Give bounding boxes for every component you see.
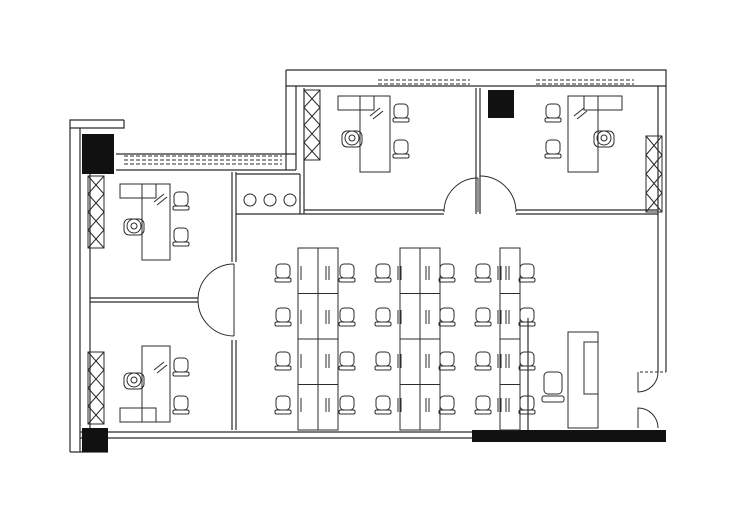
private-office-furniture [119, 95, 623, 423]
workstation-seat [505, 307, 536, 327]
walls [69, 69, 667, 453]
door-swings [197, 175, 666, 429]
workstation-seat [374, 395, 402, 415]
workstation-seat [425, 263, 456, 283]
workstation-seat [505, 351, 536, 371]
workstation-seat [274, 263, 302, 283]
workstation-seat [505, 263, 536, 283]
workstation-seat [474, 307, 502, 327]
workstation-seat [374, 307, 402, 327]
workstation-seat [325, 307, 356, 327]
workstation-seat [474, 395, 502, 415]
workstation-seat [274, 307, 302, 327]
workstation-seat [505, 395, 536, 415]
storage-cabinets [87, 89, 663, 425]
workstation-seat [474, 263, 502, 283]
office-top-left-furniture [337, 95, 410, 173]
workstation-seat [274, 351, 302, 371]
workstation-seat [374, 263, 402, 283]
reception-desk [541, 331, 599, 429]
workstation-seat [325, 263, 356, 283]
workstation-seat [425, 351, 456, 371]
workstation-grid [274, 247, 536, 431]
window-bands [124, 79, 634, 165]
cabinet-top-left [303, 89, 321, 161]
workstation-seat [274, 395, 302, 415]
cabinet-top-right [645, 135, 663, 213]
office-top-right-furniture [544, 95, 623, 173]
office-west-upper-furniture [119, 183, 190, 261]
workstation-seat [325, 351, 356, 371]
round-stools [243, 193, 297, 207]
structural-columns [82, 90, 666, 452]
workstation-seat [425, 395, 456, 415]
workstation-seat [374, 351, 402, 371]
workstation-seat [474, 351, 502, 371]
office-west-lower-furniture [119, 345, 190, 423]
cabinet-west-lower [87, 351, 105, 425]
workstation-seat [325, 395, 356, 415]
workstation-seat [425, 307, 456, 327]
cabinet-west-upper [87, 175, 105, 249]
